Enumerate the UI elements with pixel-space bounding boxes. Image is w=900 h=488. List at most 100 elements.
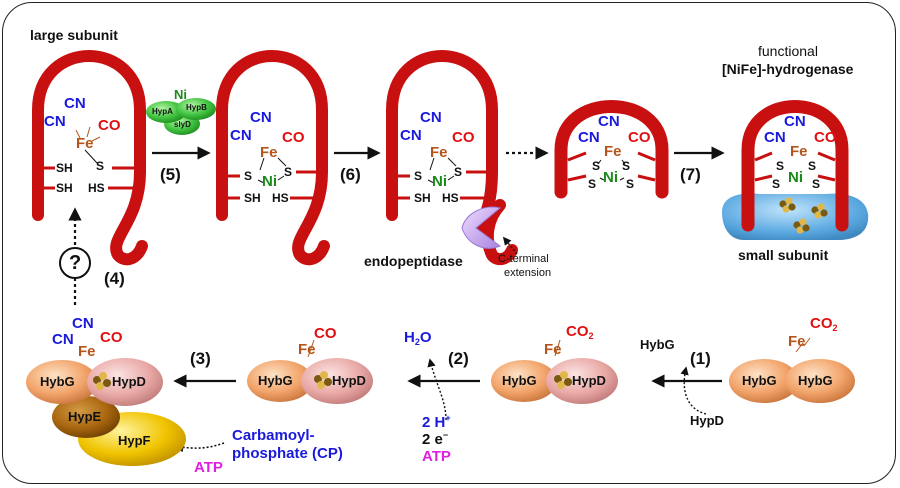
fe-atom: Fe: [76, 135, 94, 152]
cn-ligand: CN: [230, 127, 252, 144]
c-terminal-label: C-terminal: [498, 253, 549, 265]
ni-atom: Ni: [262, 173, 277, 190]
fe-bonds-dimer: [795, 342, 804, 353]
large-subunit-label: large subunit: [30, 27, 118, 43]
s-atom: S: [812, 177, 821, 191]
fe-atom: Fe: [298, 341, 316, 358]
cn-ligand: CN: [72, 315, 94, 332]
small-subunit-label: small subunit: [738, 247, 829, 263]
ni-atom: Ni: [432, 173, 447, 190]
hybg-label: HybG: [502, 373, 537, 388]
question-mark: ?: [69, 252, 82, 274]
s-atom: S: [588, 177, 597, 191]
s-atom: S: [626, 177, 635, 191]
hypa-label: HypA: [152, 107, 173, 116]
large-subunit-functional: [741, 100, 849, 232]
fe-atom: Fe: [544, 341, 562, 358]
co2-ligand: CO2: [810, 315, 838, 333]
sh-group: SH: [414, 191, 431, 205]
cp-label-line2: phosphate (CP): [232, 445, 343, 462]
atp-hypf-label: ATP: [194, 459, 223, 476]
co-ligand: CO: [100, 329, 123, 346]
co-ligand: CO: [452, 129, 475, 146]
functional-label: functional: [758, 43, 818, 59]
co-ligand: CO: [628, 129, 651, 146]
hs-group: HS: [442, 191, 459, 205]
co-ligand: CO: [814, 129, 837, 146]
hypd-label: HypD: [112, 374, 146, 389]
cn-ligand: CN: [764, 129, 786, 146]
complex-hybg-hypd-co2: [491, 358, 618, 404]
h2o-release-arrow: [427, 358, 447, 421]
co-ligand: CO: [282, 129, 305, 146]
hypf-label: HypF: [118, 433, 151, 448]
co-ligand: CO: [314, 325, 337, 342]
cn-ligand: CN: [400, 127, 422, 144]
fes-clusters: [779, 197, 828, 234]
cn-ligand: CN: [250, 109, 272, 126]
ni-label-hypab: Ni: [174, 87, 187, 102]
hypd-release-arrow: [680, 366, 707, 415]
cn-ligand: CN: [44, 113, 66, 130]
hs-group: HS: [272, 191, 289, 205]
cp-label-line1: Carbamoyl-: [232, 427, 315, 444]
s-atom: S: [96, 159, 105, 173]
hypd-input-label: HypD: [690, 413, 724, 428]
sh-group: SH: [56, 181, 73, 195]
hybg-label: HybG: [40, 374, 75, 389]
complex-hybg-hypd-hype-hypf: [26, 358, 186, 466]
s-atom: S: [414, 169, 423, 183]
large-subunit-ni-inserted: [216, 50, 330, 266]
hypd-label: HypD: [332, 373, 366, 388]
hybg-release-label: HybG: [640, 337, 675, 352]
s-atom: S: [454, 165, 463, 179]
step-5-label: (5): [160, 165, 181, 184]
step-4-label: (4): [104, 269, 125, 288]
cn-ligand: CN: [578, 129, 600, 146]
cn-ligand: CN: [420, 109, 442, 126]
s-atom: S: [284, 165, 293, 179]
s-atom: S: [808, 159, 817, 173]
s-atom: S: [622, 159, 631, 173]
fe-co-bond-3: [307, 339, 315, 358]
fe-co2-bond-2: [554, 339, 561, 357]
fe-atom: Fe: [790, 143, 808, 160]
s-atom: S: [772, 177, 781, 191]
hypd-label: HypD: [572, 373, 606, 388]
h2o-label: H2O: [404, 329, 432, 347]
co-ligand: CO: [98, 117, 121, 134]
hybg-label: HybG: [798, 373, 833, 388]
fe-atom: Fe: [788, 333, 806, 350]
s-atom: S: [592, 159, 601, 173]
endopeptidase-shape: [461, 206, 502, 249]
large-subunit-processed: [554, 100, 669, 199]
fe-co2-bond-1: [803, 337, 811, 347]
atp-label: ATP: [422, 448, 451, 465]
step-6-label: (6): [340, 165, 361, 184]
extension-label: extension: [504, 267, 552, 279]
nife-hydrogenase-label: [NiFe]-hydrogenase: [722, 61, 854, 77]
hypab-slyd-complex: [146, 98, 216, 135]
hybg-label: HybG: [258, 373, 293, 388]
small-subunit-shape: [722, 193, 869, 240]
large-subunit-precleavage: [386, 50, 518, 266]
cn-ligand: CN: [784, 113, 806, 130]
complex-hybg-hypd-co: [247, 358, 373, 404]
ni-atom: Ni: [603, 169, 618, 186]
step-1-label: (1): [690, 349, 711, 368]
fe-atom: Fe: [78, 343, 96, 360]
cn-ligand: CN: [64, 95, 86, 112]
large-subunit-unprocessed: [32, 50, 148, 266]
sh-group: SH: [244, 191, 261, 205]
ni-atom: Ni: [788, 169, 803, 186]
cn-ligand: CN: [598, 113, 620, 130]
hype-label: HypE: [68, 409, 102, 424]
hypb-label: HypB: [186, 103, 207, 112]
question-circle: [59, 247, 91, 279]
step-7-label: (7): [680, 165, 701, 184]
s-atom: S: [244, 169, 253, 183]
slyd-label: slyD: [174, 120, 191, 129]
hybg-label: HybG: [742, 373, 777, 388]
